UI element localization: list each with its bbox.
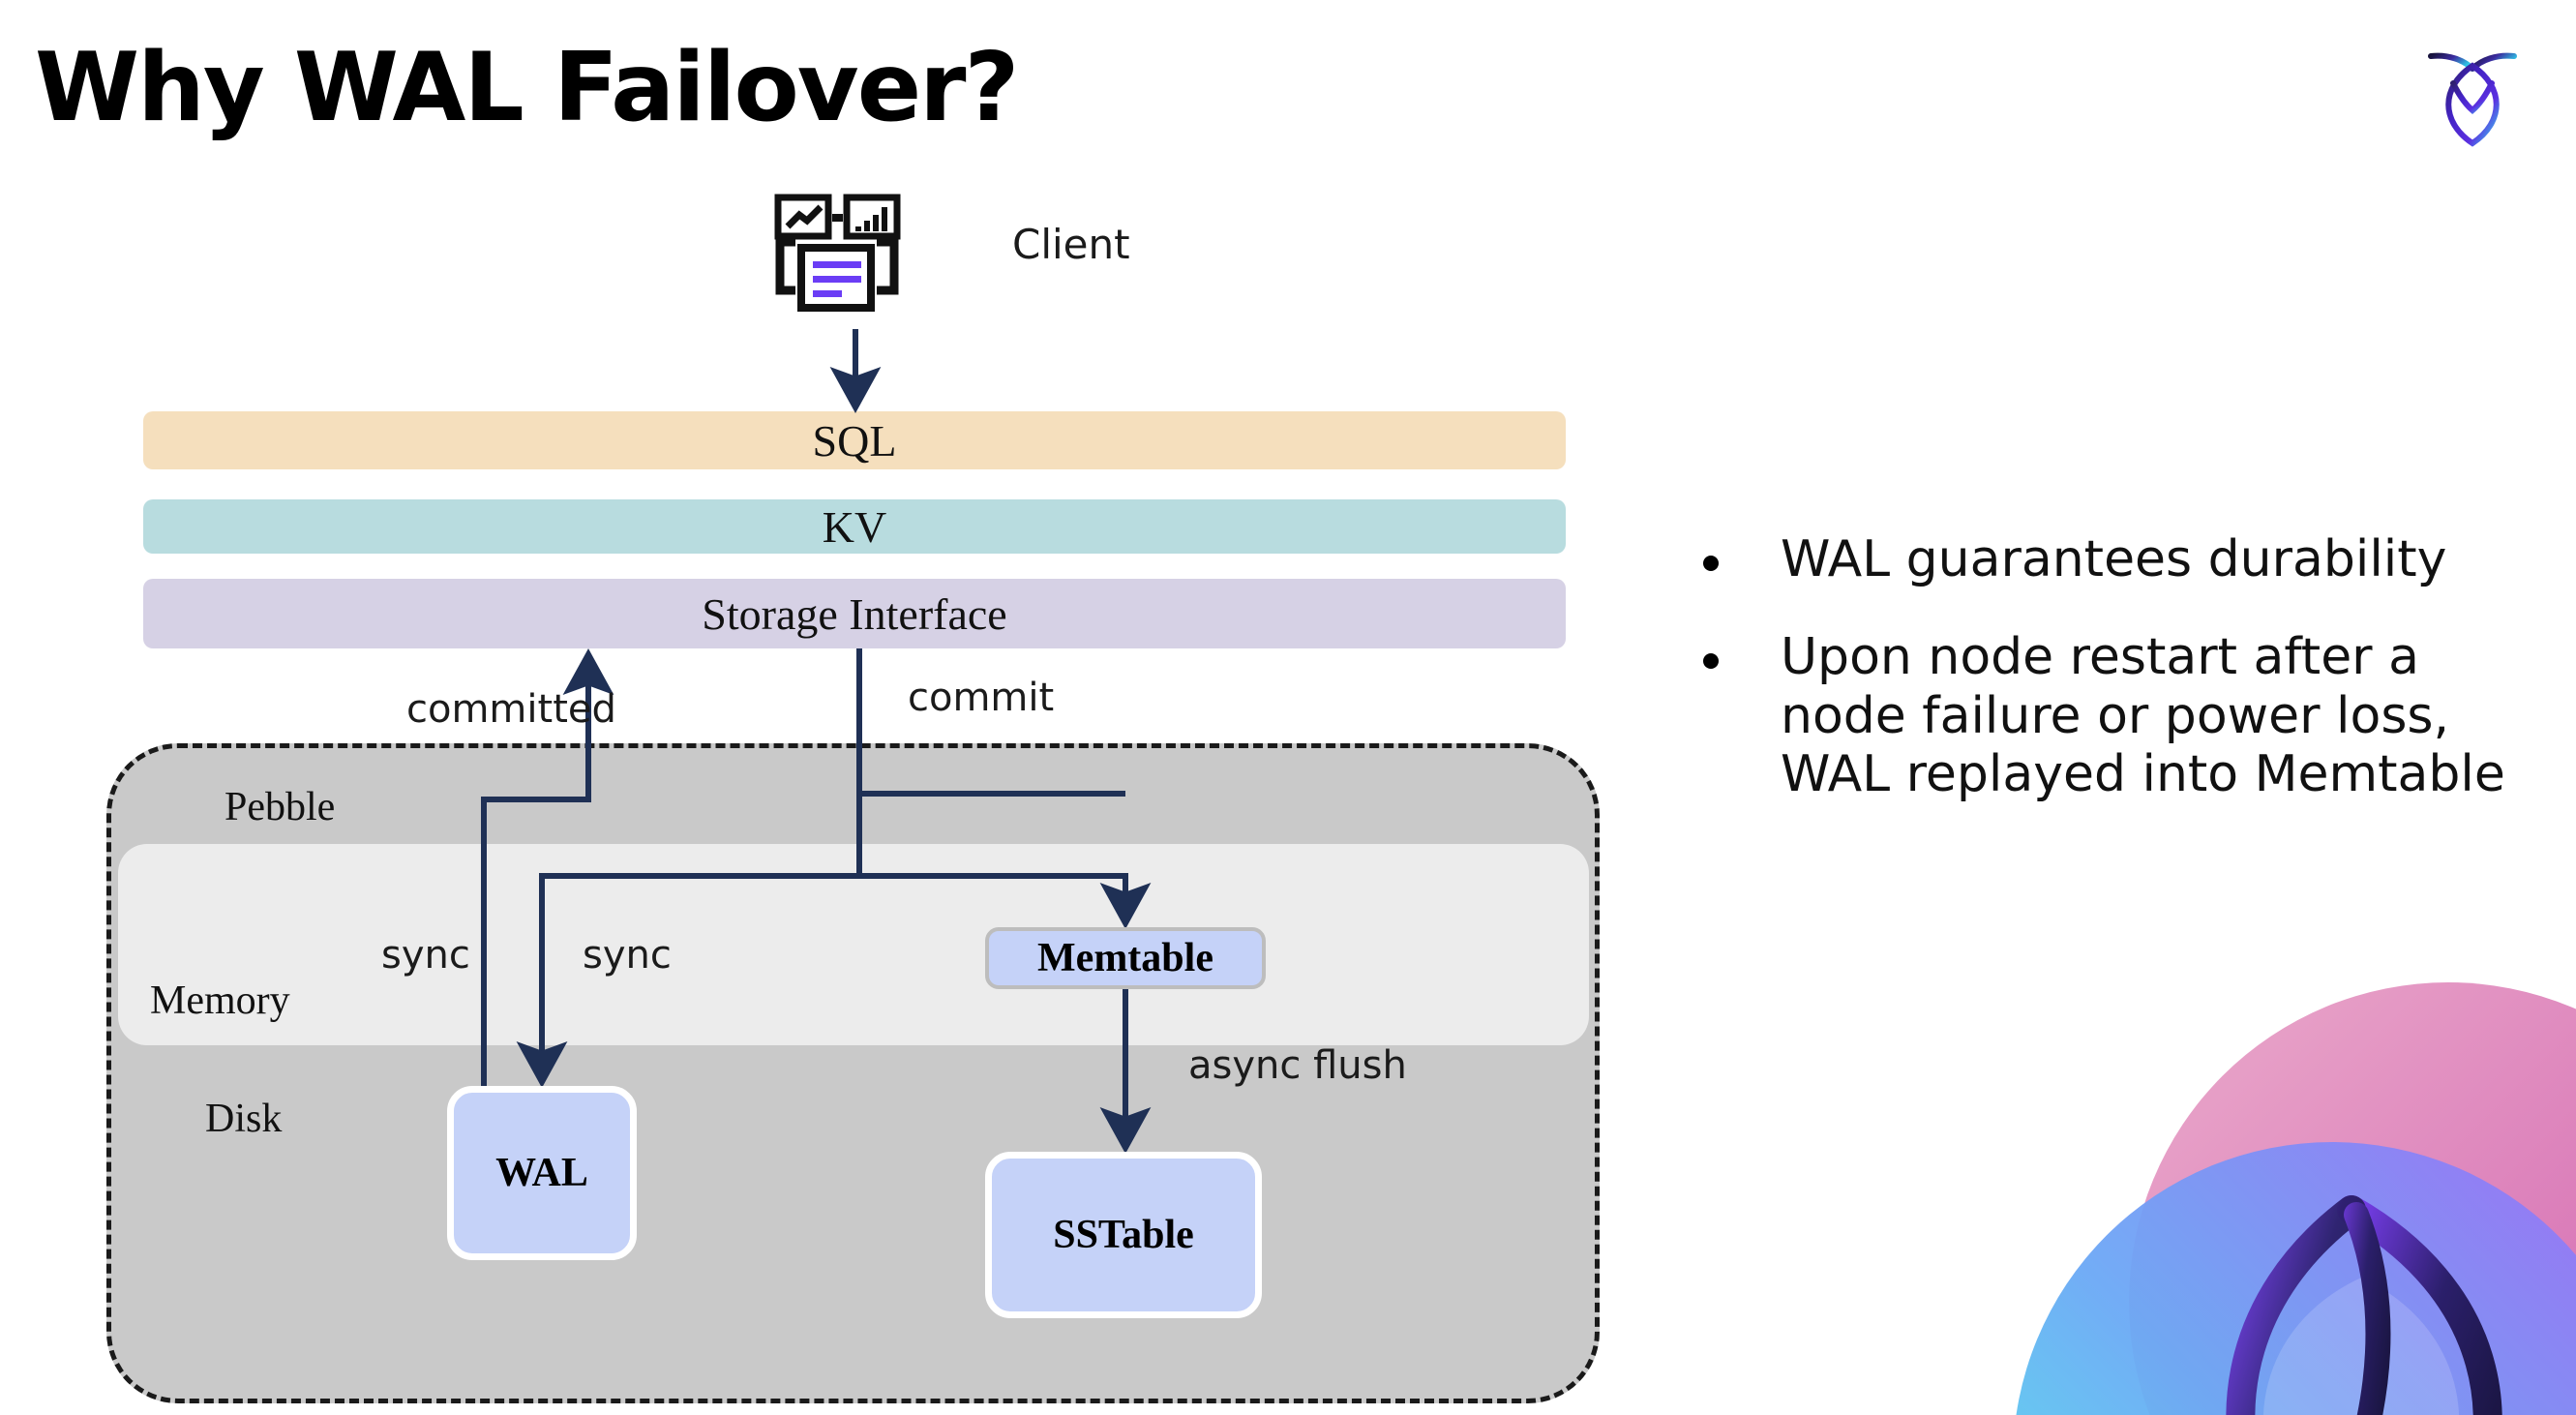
list-item: Upon node restart after a node failure o…	[1703, 628, 2526, 804]
flow-label-async-flush: async flush	[1188, 1043, 1407, 1088]
node-label-memtable: Memtable	[1037, 936, 1213, 980]
cockroachdb-logo-icon	[2410, 37, 2535, 163]
pebble-label: Pebble	[225, 785, 336, 829]
memory-label: Memory	[150, 978, 290, 1023]
client-label: Client	[1012, 221, 1130, 268]
memory-region	[118, 844, 1589, 1045]
page-title: Why WAL Failover?	[35, 33, 1019, 143]
disk-label: Disk	[205, 1097, 283, 1141]
node-wal: WAL	[447, 1086, 637, 1260]
flow-label-committed: committed	[406, 687, 616, 732]
bullet-dot-icon	[1703, 556, 1719, 571]
node-label-sstable: SSTable	[1053, 1213, 1194, 1257]
bullet-dot-icon	[1703, 652, 1719, 669]
bullet-text: Upon node restart after a node failure o…	[1781, 627, 2505, 804]
flow-label-commit: commit	[908, 676, 1055, 720]
node-sstable: SSTable	[985, 1152, 1262, 1318]
layer-label-sql: SQL	[812, 415, 897, 466]
flow-label-sync-2: sync	[583, 933, 672, 978]
layer-bar-sql: SQL	[143, 411, 1566, 469]
decorative-logo-artwork	[1945, 919, 2576, 1415]
layer-label-storage-interface: Storage Interface	[702, 588, 1007, 639]
bullet-text: WAL guarantees durability	[1781, 530, 2447, 588]
list-item: WAL guarantees durability	[1703, 530, 2526, 589]
layer-bar-storage-interface: Storage Interface	[143, 579, 1566, 648]
node-label-wal: WAL	[495, 1151, 588, 1195]
flow-label-sync-1: sync	[381, 933, 470, 978]
layer-bar-kv: KV	[143, 499, 1566, 554]
client-dashboard-icon	[774, 194, 929, 329]
node-memtable: Memtable	[985, 927, 1266, 989]
layer-label-kv: KV	[822, 501, 887, 552]
bullet-list: WAL guarantees durability Upon node rest…	[1703, 530, 2526, 843]
